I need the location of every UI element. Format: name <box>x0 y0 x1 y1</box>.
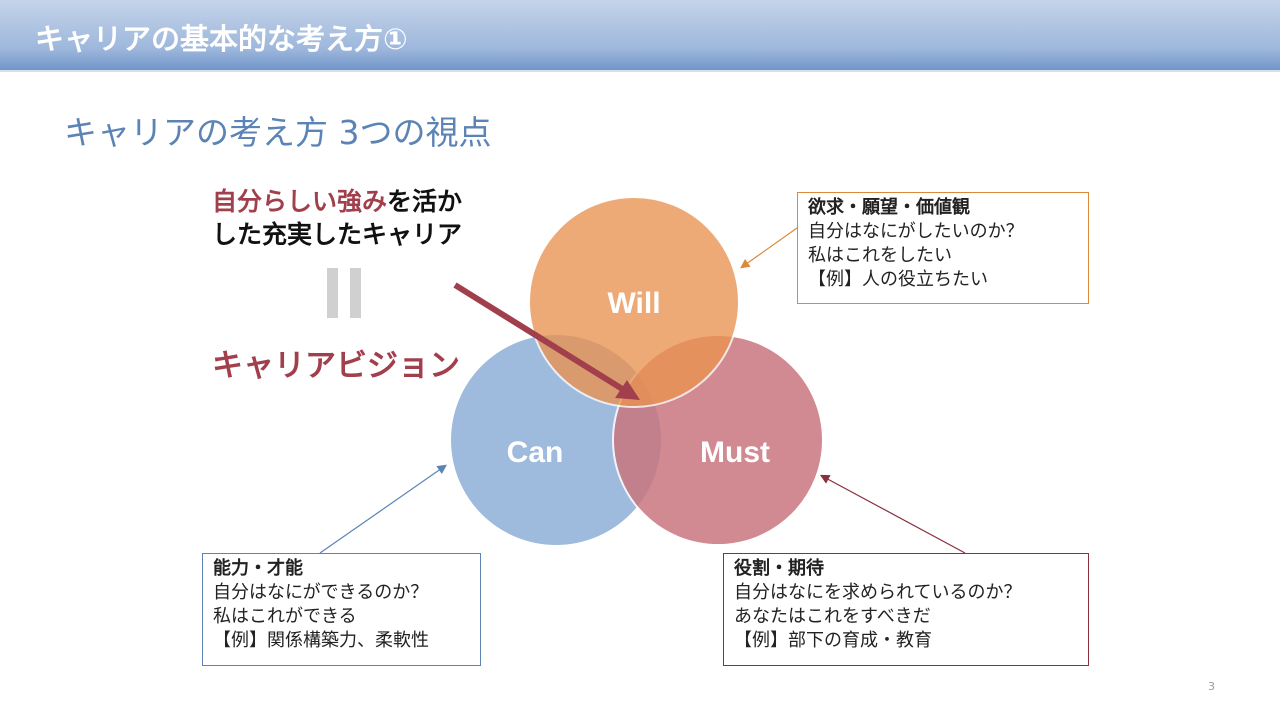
will-box-line: 私はこれをしたい <box>808 245 952 266</box>
must-connector <box>819 474 966 554</box>
can-box-line: 私はこれができる <box>213 606 357 627</box>
can-connector <box>319 464 447 554</box>
will-label: Will <box>607 287 660 320</box>
career-vision-label: キャリアビジョン <box>212 348 460 384</box>
slide-title: キャリアの基本的な考え方① <box>35 22 408 56</box>
center-arrowhead <box>615 380 640 400</box>
will-box-line: 【例】人の役立ちたい <box>808 269 988 290</box>
equals-sign <box>327 268 361 318</box>
will-circle <box>528 196 740 408</box>
will-box-line: 自分はなにがしたいのか？ <box>808 221 1024 242</box>
lead-text: 自分らしい強みを活かした充実したキャリア <box>212 185 462 251</box>
will-connector <box>740 227 798 269</box>
page-number: 3 <box>1208 680 1215 693</box>
must-label: Must <box>700 436 770 469</box>
can-box-title: 能力・才能 <box>213 558 303 579</box>
can-box-line: 自分はなにができるのか？ <box>213 582 429 603</box>
lead-part2: を活か <box>387 187 463 216</box>
center-arrow <box>453 282 634 398</box>
subtitle: キャリアの考え方 3つの視点 <box>64 113 492 152</box>
will-box: 欲求・願望・価値観 自分はなにがしたいのか？ 私はこれをしたい 【例】人の役立ち… <box>797 192 1089 304</box>
lead-highlight: 自分らしい強み <box>212 187 388 216</box>
must-box-line: 【例】部下の育成・教育 <box>734 630 932 651</box>
can-label: Can <box>507 436 564 469</box>
must-box-line: あなたはこれをすべきだ <box>734 606 931 627</box>
must-box-line: 自分はなにを求められているのか？ <box>734 582 1022 603</box>
can-box-line: 【例】関係構築力、柔軟性 <box>213 630 429 651</box>
can-box: 能力・才能 自分はなにができるのか？ 私はこれができる 【例】関係構築力、柔軟性 <box>202 553 481 666</box>
header-bar: キャリアの基本的な考え方① <box>0 0 1280 72</box>
must-box: 役割・期待 自分はなにを求められているのか？ あなたはこれをすべきだ 【例】部下… <box>723 553 1089 666</box>
will-box-title: 欲求・願望・価値観 <box>808 197 970 218</box>
lead-line2: した充実したキャリア <box>212 220 463 249</box>
must-box-title: 役割・期待 <box>734 558 824 579</box>
